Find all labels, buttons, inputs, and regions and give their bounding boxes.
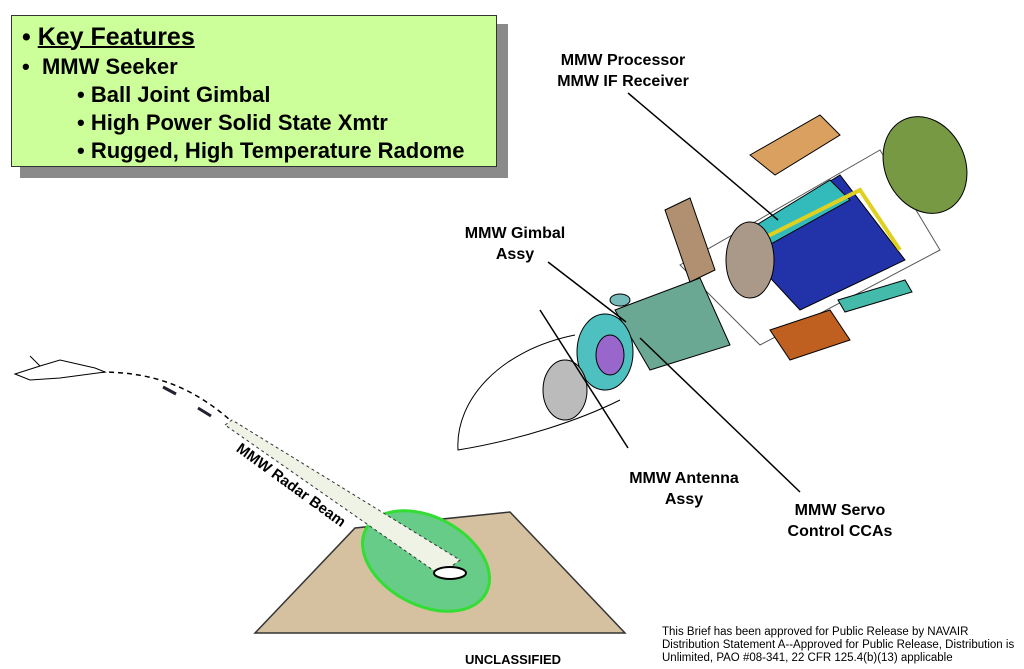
antenna-dish <box>542 359 588 421</box>
label-line: MMW IF Receiver <box>557 73 689 90</box>
antenna-label: MMW Antenna Assy <box>614 468 754 510</box>
aircraft-icon <box>13 355 107 381</box>
target-ship <box>433 566 467 580</box>
label-line: Assy <box>495 246 535 263</box>
cca-board <box>769 309 851 361</box>
servo-label: MMW Servo Control CCAs <box>775 500 905 542</box>
key-features-box: • Key Features • MMW Seeker • Ball Joint… <box>11 15 497 167</box>
cca-board <box>749 114 841 176</box>
feature-item: MMW Seeker <box>41 54 178 79</box>
bullet: • <box>77 110 85 135</box>
seeker-body-outline <box>679 149 941 346</box>
bullet: • <box>77 82 85 107</box>
classification-label: UNCLASSIFIED <box>464 652 562 667</box>
bullet: • <box>77 138 85 163</box>
cca-board <box>837 279 913 313</box>
feature-sub-item: High Power Solid State Xmtr <box>90 110 388 135</box>
cca-board <box>664 197 716 283</box>
label-line: MMW Antenna <box>629 470 739 487</box>
key-features-title: Key Features <box>37 23 195 51</box>
label-line: MMW Servo <box>794 502 886 519</box>
label-line: MMW Gimbal <box>464 225 566 242</box>
feature-sub-item: Rugged, High Temperature Radome <box>90 138 465 163</box>
label-line: MMW Processor <box>560 52 686 69</box>
leader-lines <box>539 92 801 493</box>
bullet: • <box>22 23 31 51</box>
gimbal-label: MMW Gimbal Assy <box>450 223 580 265</box>
label-line: Assy <box>664 491 704 508</box>
label-line: Control CCAs <box>787 523 893 540</box>
missile-icon <box>162 385 177 396</box>
servo-cylinder <box>614 277 731 371</box>
release-note: This Brief has been approved for Public … <box>662 626 1014 665</box>
radar-beam <box>224 419 461 576</box>
feature-sub-item: Ball Joint Gimbal <box>90 82 271 107</box>
processor-label: MMW Processor MMW IF Receiver <box>548 50 698 92</box>
missile-icon <box>197 406 212 418</box>
note-line: This Brief has been approved for Public … <box>662 626 969 638</box>
note-line: Distribution Statement A--Approved for P… <box>662 639 1015 651</box>
note-line: Unlimited, PAO #08-341, 22 CFR 125.4(b)(… <box>662 652 953 664</box>
end-plate <box>882 116 968 214</box>
flight-path <box>99 371 231 421</box>
bullet: • <box>22 54 30 79</box>
